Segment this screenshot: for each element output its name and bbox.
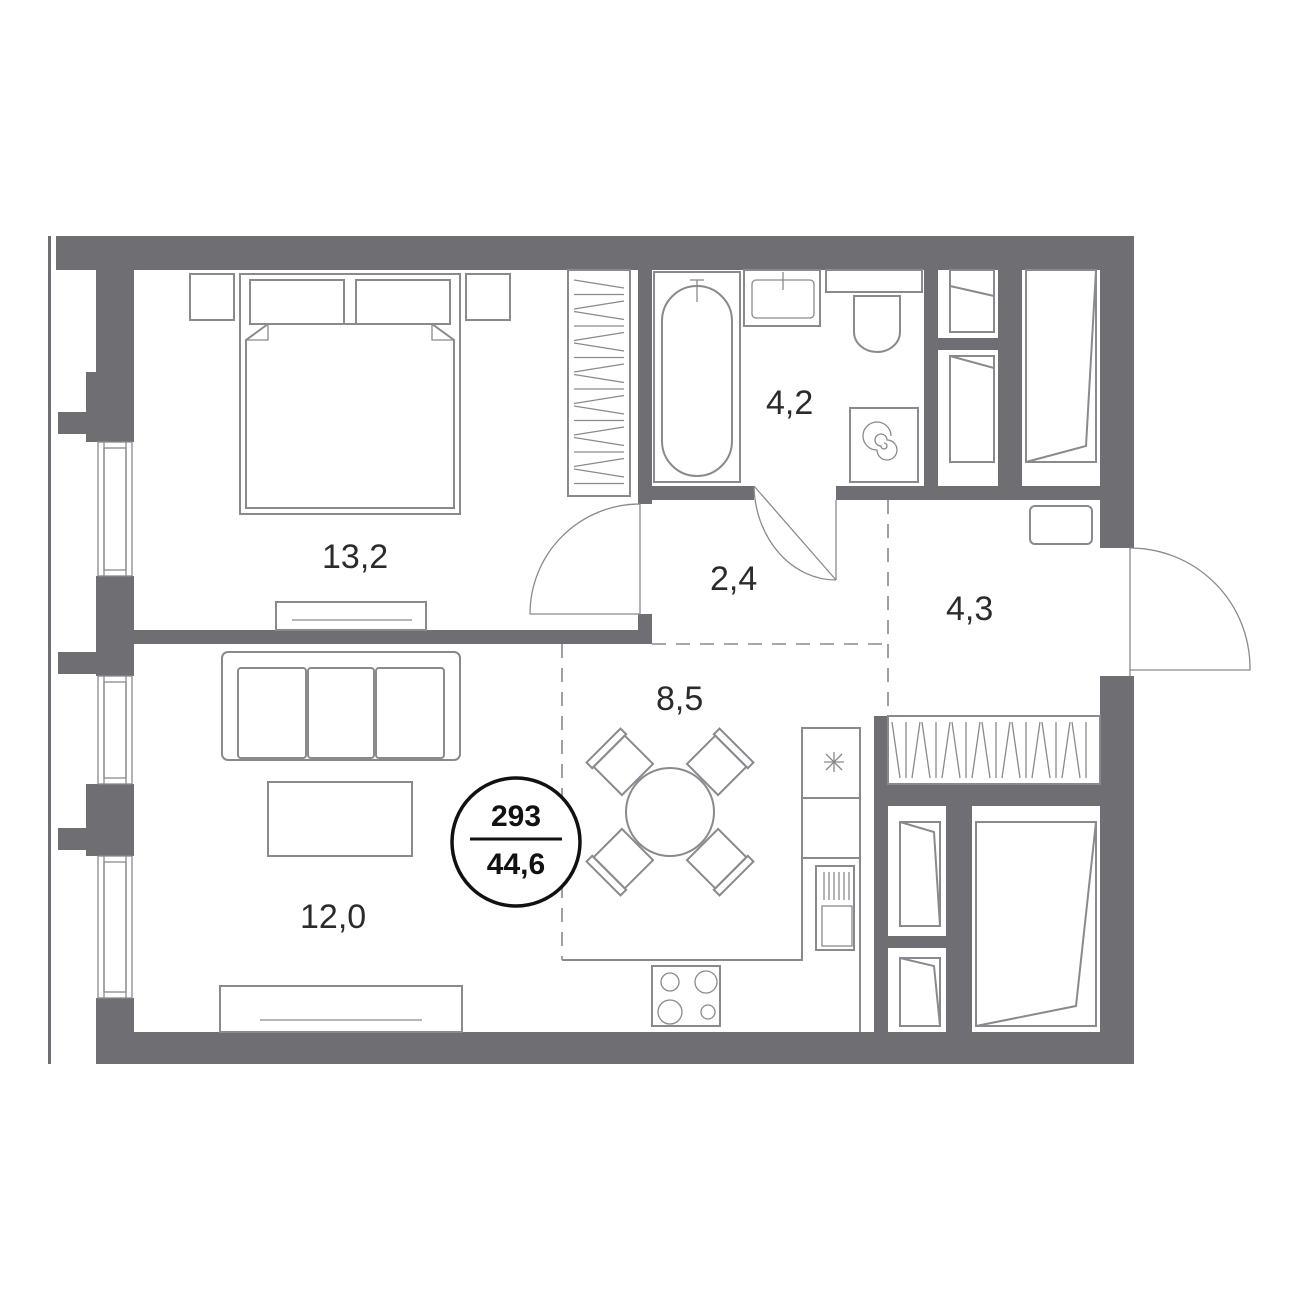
closet-shelf-wall [938,338,998,350]
door-bedroom [529,503,641,615]
chair [585,727,655,797]
area-label-bedroom: 13,2 [322,538,388,576]
washing-machine [849,407,919,483]
chair [685,727,755,797]
bath-wall-bottom-right [836,486,1114,500]
outer-wall-left-2 [96,576,134,676]
balcony-ledge-2 [58,652,96,674]
outer-wall-right-upper [1100,236,1134,548]
area-label-hall: 2,4 [710,560,757,598]
wardrobe-bedroom [567,269,631,497]
doors [529,485,1251,676]
total-area: 44,6 [487,848,545,881]
outer-wall-left-pier-1 [86,372,134,442]
chair [685,827,755,897]
sink-kitchen [815,865,855,951]
toilet [825,269,923,353]
door-entrance [1129,547,1251,671]
apartment-number: 293 [491,800,541,833]
nightstand-right [465,273,511,321]
tv-living [219,985,463,1033]
windows [97,441,133,999]
closet-wall-1 [924,270,938,486]
balcony-ledge-1 [58,412,88,434]
entrance-bench [1029,505,1093,545]
area-label-bathroom: 4,2 [766,384,813,422]
partition-bed-living [134,630,652,644]
tv-bedroom [275,601,427,631]
sofa [221,651,461,761]
wardrobe-wall-mid [874,784,1114,806]
outer-wall-top [56,236,1134,270]
outer-wall-left-3 [96,998,134,1064]
window-living-1 [97,675,133,785]
bed [189,273,511,515]
bath-wall-bottom-left [638,486,754,500]
area-label-living: 12,0 [300,898,366,936]
kitchen-counter [562,727,861,1032]
wardrobe-wall-left [874,716,888,1032]
door-bathroom [753,485,837,581]
window-living-2 [97,855,133,999]
wardrobe-entrance [887,715,1101,785]
pillow-left [249,279,345,325]
bath-wall-left-stub [638,614,652,644]
coffee-table [267,781,413,857]
balcony-ledge-3 [58,828,88,850]
fridge-icon [824,752,844,772]
outer-wall-left-pier-2 [86,784,134,856]
storage-lower [899,821,1097,1027]
outer-wall-left-1 [96,236,134,372]
storage-wall [946,806,972,1032]
closet-wall-2 [998,270,1022,486]
bed-frame [239,273,461,515]
window-bedroom [97,441,133,577]
storage-shelf-wall [888,936,946,948]
closet-upper [949,269,1097,463]
pillow-right [355,279,451,325]
dining-table [585,727,755,897]
blanket [245,323,455,509]
walls [48,236,1134,1064]
chair [585,827,655,897]
facade-line [48,236,51,1064]
bath-wall-left [638,270,652,504]
apartment-badge: 293 44,6 [450,776,582,908]
outer-wall-right-lower [1100,676,1134,1064]
bathtub [653,271,741,483]
area-label-entrance: 4,3 [946,590,993,628]
sink [743,269,821,327]
outer-wall-bottom [96,1032,1134,1064]
area-label-kitchen: 8,5 [656,680,703,718]
nightstand-left [189,273,235,321]
